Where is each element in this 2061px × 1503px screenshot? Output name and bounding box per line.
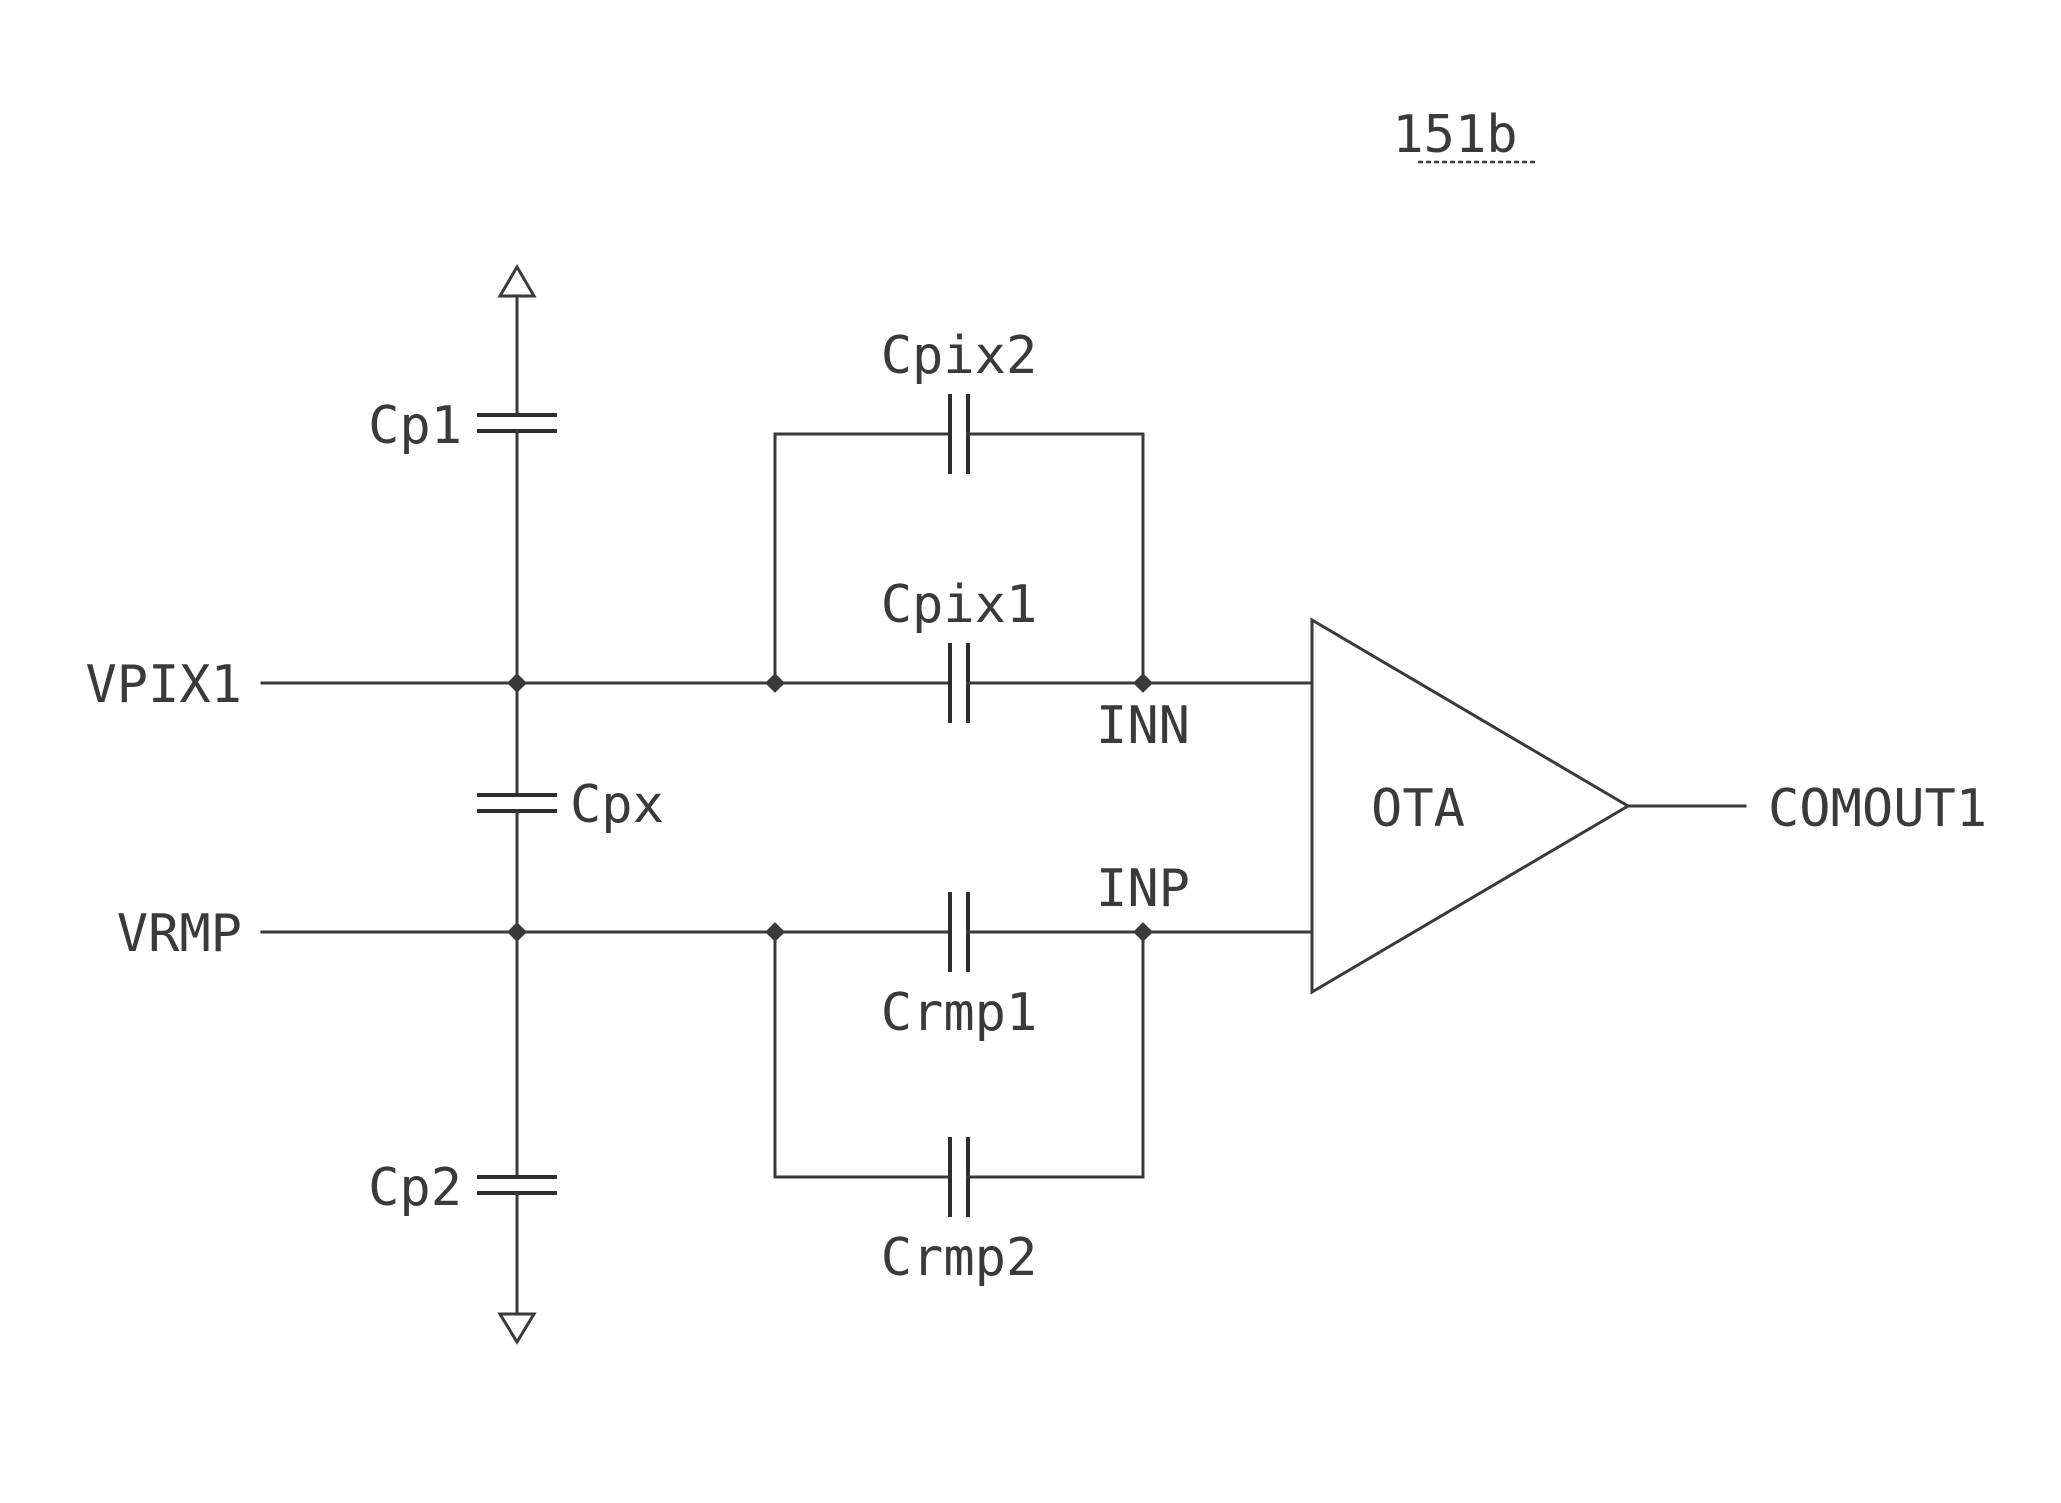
crmp2-label: Crmp2	[881, 1228, 1038, 1288]
junction-node	[765, 673, 785, 693]
capacitor-cpix1	[950, 643, 968, 723]
cpix2-label: Cpix2	[881, 326, 1038, 386]
top-supply-arrow	[500, 267, 534, 296]
capacitor-cp1	[477, 415, 557, 431]
vpix1-label: VPIX1	[85, 655, 242, 715]
crmp1-label: Crmp1	[881, 983, 1038, 1043]
cpx-label: Cpx	[570, 775, 664, 835]
cpix1-label: Cpix1	[881, 575, 1038, 635]
ota-label: OTA	[1371, 779, 1465, 839]
capacitor-cpx	[477, 795, 557, 811]
inp-label: INP	[1096, 859, 1190, 919]
cp1-label: Cp1	[368, 396, 462, 456]
capacitor-crmp2	[950, 1137, 968, 1217]
vertical-parasitic-bus	[477, 267, 557, 1342]
figure-reference-label: 151b	[1392, 105, 1517, 165]
capacitor-cp2	[477, 1177, 557, 1193]
junction-node	[765, 922, 785, 942]
comout1-label: COMOUT1	[1768, 779, 1987, 839]
inn-node	[1133, 673, 1153, 693]
junction-node	[507, 673, 527, 693]
junction-node	[507, 922, 527, 942]
vrmp-label: VRMP	[117, 904, 242, 964]
ota-triangle	[1312, 620, 1628, 992]
inp-node	[1133, 922, 1153, 942]
inn-label: INN	[1096, 696, 1190, 756]
bottom-ground-arrow	[500, 1314, 534, 1342]
cp2-label: Cp2	[368, 1158, 462, 1218]
capacitor-cpix2	[950, 394, 968, 474]
capacitor-crmp1	[950, 892, 968, 972]
